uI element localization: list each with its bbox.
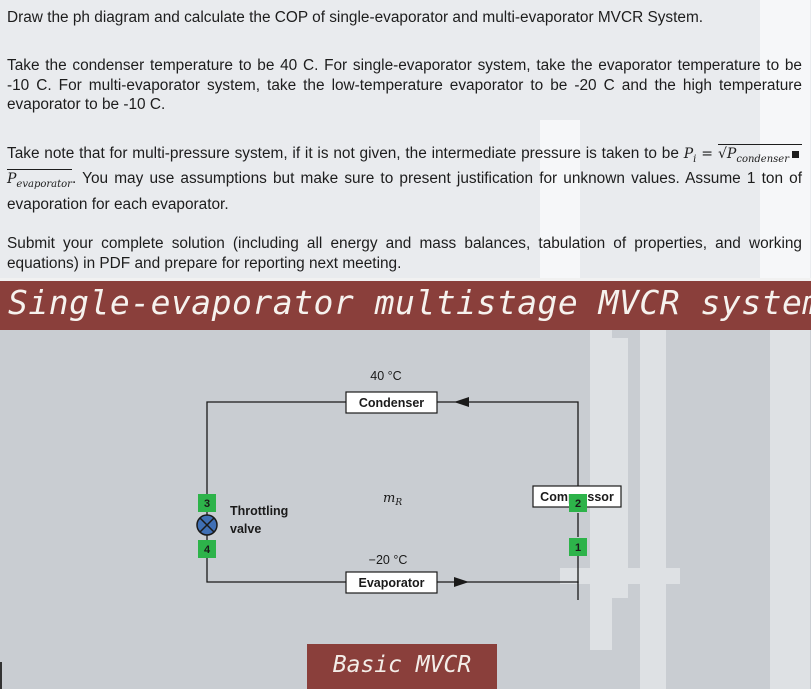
- mass-flow-subscript: R: [394, 498, 402, 508]
- arrow-left-icon: [454, 397, 469, 407]
- formula-subscript: i: [693, 153, 697, 165]
- node-2-marker: [569, 494, 587, 512]
- background-pipe: [610, 338, 628, 598]
- node-3-label: 3: [204, 498, 210, 510]
- mvcr-cycle-diagram: Condenser 40 °C Evaporator −20 °C Compre…: [196, 369, 622, 600]
- mass-flow-label: mR: [383, 491, 402, 508]
- left-edge-mark: [0, 662, 2, 689]
- formula-symbol: P: [683, 146, 694, 162]
- formula-symbol: P: [7, 171, 17, 188]
- instructions-panel: Draw the ph diagram and calculate the CO…: [0, 0, 811, 278]
- formula-subscript: evaporator: [16, 179, 72, 191]
- instruction-paragraph-3: Take note that for multi-pressure system…: [7, 144, 802, 214]
- footer-label: Basic MVCR: [332, 652, 472, 678]
- node-4-marker: [198, 540, 216, 558]
- condenser-temperature: 40 °C: [370, 369, 401, 383]
- background-pipe: [560, 568, 680, 584]
- title-banner: Single-evaporator multistage MVCR system: [0, 278, 811, 330]
- background-pipe: [760, 0, 810, 278]
- node-2-label: 2: [575, 498, 581, 510]
- evaporator-pipe-left: [206, 558, 346, 583]
- multiply-square-icon: [792, 150, 799, 158]
- condenser-pipe-left: [206, 401, 346, 494]
- condenser-box: [345, 391, 438, 414]
- condenser-pipe-right: [437, 401, 579, 494]
- footer-banner: Basic MVCR: [307, 644, 497, 689]
- instruction-paragraph-2: Take the condenser temperature to be 40 …: [7, 57, 802, 113]
- background-pipe: [770, 330, 810, 689]
- instruction-text: Take note that for multi-pressure system…: [7, 145, 684, 162]
- formula-subscript: condenser: [736, 153, 789, 165]
- intermediate-pressure-formula: Pi = √PcondenserPevaporator: [7, 144, 802, 191]
- evaporator-box: [345, 571, 438, 594]
- background-pipe: [540, 120, 580, 278]
- throttling-valve-label-line2: valve: [230, 522, 261, 536]
- node-1-label: 1: [575, 542, 581, 554]
- evaporator-label: Evaporator: [359, 576, 425, 590]
- instruction-text: . You may use assumptions but make sure …: [7, 170, 802, 213]
- background-pipe: [640, 330, 666, 689]
- node-1-marker: [569, 538, 587, 556]
- slide-title: Single-evaporator multistage MVCR system: [8, 283, 811, 322]
- node-4-label: 4: [204, 544, 211, 556]
- node-3-marker: [198, 494, 216, 512]
- evaporator-pipe-right: [437, 581, 579, 600]
- slide: Single-evaporator multistage MVCR system…: [0, 278, 811, 689]
- mass-flow-symbol: m: [383, 491, 395, 506]
- square-root: √PcondenserPevaporator: [7, 144, 802, 191]
- evaporator-temperature: −20 °C: [369, 553, 408, 567]
- formula-equals: =: [696, 146, 718, 162]
- throttling-valve-icon: [196, 514, 218, 536]
- throttling-valve-label-line1: Throttling: [230, 504, 288, 518]
- condenser-label: Condenser: [359, 396, 424, 410]
- formula-symbol: P: [726, 146, 737, 162]
- instruction-paragraph-4: Submit your complete solution (including…: [7, 235, 802, 272]
- arrow-right-icon: [454, 577, 469, 587]
- instruction-paragraph-1: Draw the ph diagram and calculate the CO…: [7, 9, 704, 26]
